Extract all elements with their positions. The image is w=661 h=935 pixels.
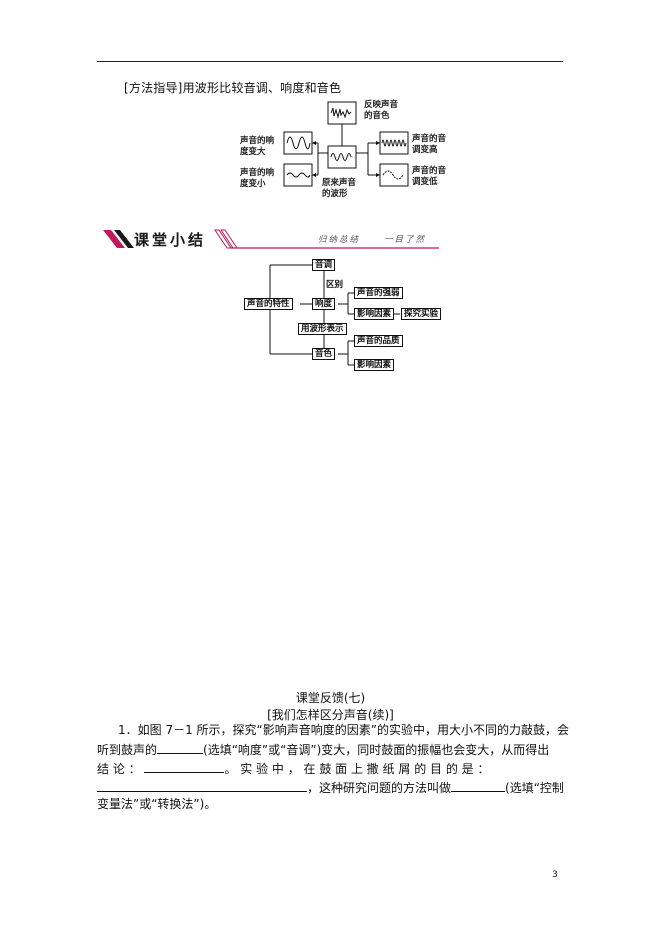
banner-subtitle-b: 一目了然 (384, 235, 427, 245)
node-sound-characteristics: 声音的特性 (244, 298, 293, 310)
label-original-wave: 原来声音 的波形 (322, 178, 357, 199)
question-1-conclusion-label: 结 论 ： (97, 762, 141, 776)
banner-title: 课堂小结 (134, 231, 207, 249)
answer-blank-4[interactable] (451, 779, 506, 792)
feedback-title: 课堂反馈(七) (295, 691, 366, 705)
banner-stripe-icon-2 (114, 230, 134, 248)
node-explore-experiment: 探究实验 (401, 308, 442, 320)
loud-up-wave (286, 136, 311, 150)
waveform-diagram: 反映声音 的音色 声音的响 度变大 声音的响 度变小 声音的音 调变高 声音的音… (236, 98, 448, 204)
loud-up-wave-box (283, 131, 313, 155)
question-1-line-2-end: (选填“响度”或“音调”)变大，同时鼓面的振幅也会变大，从而得出 (203, 743, 550, 757)
node-pitch: 音调 (312, 259, 336, 271)
node-timbre: 音色 (312, 348, 336, 360)
question-1-line-4: ，这种研究问题的方法叫做 (选填“控制 (97, 779, 564, 796)
label-distinguish: 区别 (326, 280, 344, 290)
label-loudness-down: 声音的响 度变小 (240, 168, 275, 189)
label-pitch-up: 声音的音 调变高 (412, 134, 447, 155)
feedback-subtitle: [我们怎样区分声音(续)] (267, 708, 394, 722)
label-pitch-down: 声音的音 调变低 (412, 166, 447, 187)
pitch-up-wave (381, 139, 407, 147)
answer-blank-1[interactable] (157, 741, 204, 754)
original-wave (330, 153, 352, 161)
banner-stripe-icon (103, 230, 125, 248)
label-loudness-up: 声音的响 度变大 (240, 136, 275, 157)
node-loudness-strength: 声音的强弱 (354, 287, 403, 299)
loud-down-wave-box (283, 163, 313, 187)
pitch-down-wave (382, 170, 404, 180)
banner-decoration (103, 229, 439, 249)
answer-blank-2[interactable] (144, 760, 225, 773)
question-1-line-4-mid: ，这种研究问题的方法叫做 (307, 781, 452, 795)
question-1-line-3-end: 。 实 验 中 ， 在 鼓 面 上 撒 纸 屑 的 目 的 是 ： (224, 762, 490, 776)
summary-banner (103, 226, 439, 252)
waveform-diagram-svg (283, 101, 409, 187)
node-loudness: 响度 (312, 298, 336, 310)
method-guide-title: [方法指导]用波形比较音调、响度和音色 (124, 81, 342, 95)
label-timbre: 反映声音 的音色 (364, 100, 399, 121)
page-number: 3 (552, 870, 558, 880)
question-1-line-4-end: (选填“控制 (505, 781, 564, 795)
answer-blank-3[interactable] (97, 779, 307, 792)
banner-subtitle-a: 归纳总结 (318, 235, 361, 245)
question-1-line-1: 1．如图 7－1 所示，探究“影响声音响度的因素”的实验中，用大小不同的力敲鼓，… (118, 723, 569, 737)
node-influencing-factors: 影响因素 (354, 308, 395, 320)
node-waveform-representation: 用波形表示 (298, 323, 347, 335)
node-sound-quality: 声音的品质 (354, 335, 403, 347)
question-1-line-2-start: 听到鼓声的 (97, 743, 158, 757)
node-timbre-factors: 影响因素 (354, 359, 395, 371)
pitch-down-wave-box (379, 163, 409, 187)
concept-map: 声音的特性 音调 区别 响度 声音的强弱 影响因素 探究实验 用波形表示 音色 … (244, 256, 444, 374)
header-rule (97, 61, 563, 62)
question-1-line-3: 结 论 ： 。 实 验 中 ， 在 鼓 面 上 撒 纸 屑 的 目 的 是 ： (97, 760, 490, 777)
question-1-line-2: 听到鼓声的 (选填“响度”或“音调”)变大，同时鼓面的振幅也会变大，从而得出 (97, 741, 549, 758)
timbre-wave (330, 107, 352, 119)
question-1-line-5: 变量法”或“转换法”)。 (97, 797, 217, 811)
loud-down-wave (286, 172, 311, 178)
